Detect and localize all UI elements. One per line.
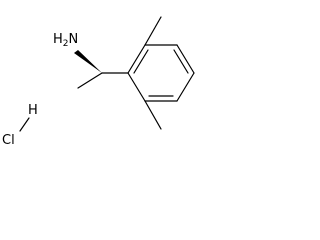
salt-cl-label: Cl — [2, 133, 15, 148]
salt-h-label: H — [28, 103, 38, 118]
ring-bond-3 — [176, 44, 195, 74]
ring-double-1 — [133, 49, 149, 74]
amine-label: H2N — [53, 32, 78, 49]
ring-double-2 — [173, 49, 189, 74]
ring-methyl-top — [144, 16, 162, 46]
ring-bond-6 — [127, 72, 146, 102]
amine-h: H — [53, 32, 63, 47]
amine-n: N — [69, 32, 79, 47]
ring-bond-1 — [127, 44, 146, 74]
bond-methyl — [77, 72, 103, 89]
wedge-bond — [74, 50, 102, 73]
amine-subscript: 2 — [63, 39, 69, 49]
salt-bond — [19, 117, 30, 132]
ring-bond-4 — [176, 72, 195, 102]
structure-diagram: H2N H Cl — [2, 16, 195, 148]
ring-methyl-bottom — [144, 100, 162, 130]
